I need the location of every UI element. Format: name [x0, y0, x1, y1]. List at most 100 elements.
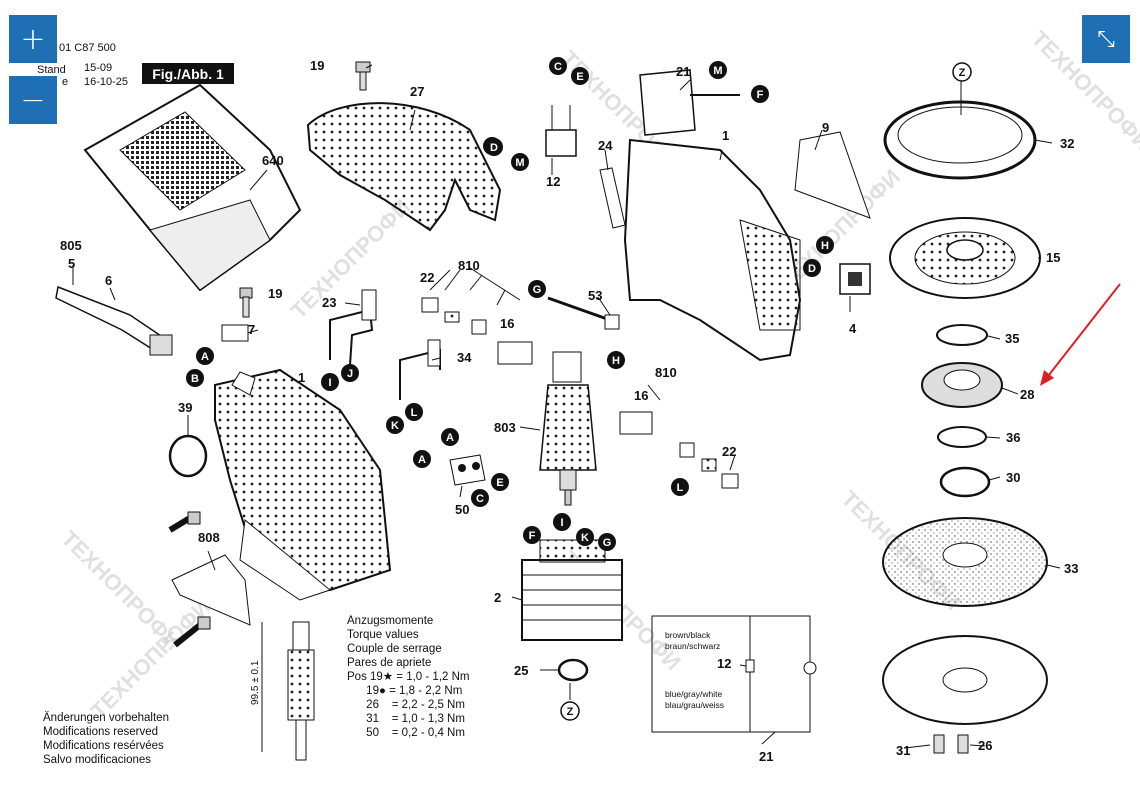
part-label-layer: 6408055671919232281016275312242119432153…: [60, 58, 1078, 764]
connector-letter: Z: [567, 706, 574, 718]
part-53-wire: [547, 296, 620, 330]
connector-marker: C: [549, 57, 567, 75]
armature-dimension-drawing: 99.5 ± 0.1: [250, 621, 315, 761]
connector-letter: B: [191, 373, 199, 385]
part-23-contact: [329, 289, 377, 366]
connector-marker: E: [571, 67, 589, 85]
connector-letter: A: [201, 351, 209, 363]
note-en: Modifications reserved: [43, 726, 159, 738]
part-label: 1: [298, 370, 305, 385]
part-label: 34: [457, 350, 472, 365]
part-sanding-disc: [882, 635, 1048, 725]
connector-marker: G: [528, 280, 546, 298]
connector-marker: F: [751, 85, 769, 103]
part-label: 28: [1020, 387, 1034, 402]
zoom-in-button[interactable]: +: [9, 15, 57, 63]
part-label: 4: [849, 321, 857, 336]
part-label: 16: [634, 388, 648, 403]
part-label: 31: [896, 743, 910, 758]
part-640-dust-box: [83, 83, 302, 292]
note-de: Änderungen vorbehalten: [43, 712, 169, 724]
connector-marker: L: [671, 478, 689, 496]
wiring-schematic: brown/black braun/schwarz blue/gray/whit…: [651, 615, 817, 733]
part-label: 30: [1006, 470, 1020, 485]
part-36-washer: [937, 426, 987, 448]
watermark-text: ТЕХНОПРОФИ: [1026, 26, 1140, 155]
wire-legend-blue-2: blau/grau/weiss: [665, 700, 724, 710]
connector-marker: B: [186, 369, 204, 387]
part-15-fan: [889, 217, 1041, 299]
part-6-cable: [55, 285, 173, 356]
part-label: 7: [248, 322, 255, 337]
part-label: 2: [494, 590, 501, 605]
connector-letter: D: [808, 263, 816, 275]
part-label: 50: [455, 502, 469, 517]
connector-marker: D: [485, 138, 503, 156]
screw-19-mid: [239, 287, 253, 318]
connector-marker: I: [553, 513, 571, 531]
part-label: 33: [1064, 561, 1078, 576]
red-pointer-arrow: [1040, 283, 1121, 386]
screw-19-top: [355, 61, 371, 91]
part-label: 36: [1006, 430, 1020, 445]
leader-lines: [72, 64, 1061, 749]
connector-letter: I: [328, 377, 331, 389]
part-21-switch: [639, 69, 740, 136]
connector-marker: A: [196, 347, 214, 365]
part-label: 24: [598, 138, 613, 153]
connector-letter: G: [603, 537, 612, 549]
part-label: 1: [722, 128, 729, 143]
connector-letter: F: [529, 530, 536, 542]
part-25-ring: [557, 658, 589, 682]
connector-marker: D: [803, 259, 821, 277]
connector-marker: K: [576, 528, 594, 546]
part-24: [599, 167, 626, 229]
screw-19-star: [168, 511, 201, 533]
zoom-out-button[interactable]: −: [9, 76, 57, 124]
connector-letter: M: [713, 65, 722, 77]
connector-letter: H: [612, 355, 620, 367]
part-label: 810: [655, 365, 677, 380]
connector-marker: G: [598, 533, 616, 551]
part-2-field: [521, 539, 623, 641]
connector-marker: J: [341, 364, 359, 382]
torque-row: 50 = 0,2 - 0,4 Nm: [347, 727, 465, 739]
part-label: 19: [268, 286, 282, 301]
connector-marker: A: [413, 450, 431, 468]
connector-marker: A: [441, 428, 459, 446]
part-label: 15: [1046, 250, 1060, 265]
connector-letter: J: [347, 368, 353, 380]
torque-table: Anzugsmomente Torque values Couple de se…: [347, 614, 470, 740]
part-label: 16: [500, 316, 514, 331]
part-label: 25: [514, 663, 528, 678]
part-33-pad: [882, 517, 1048, 607]
part-label: 12: [717, 656, 731, 671]
connector-letter: Z: [959, 67, 966, 79]
part-803-armature: [539, 351, 597, 506]
part-9-sheet: [794, 131, 871, 219]
connector-marker: M: [511, 153, 529, 171]
brush-set-lower: [619, 411, 739, 489]
part-label: 9: [822, 120, 829, 135]
part-label: 27: [410, 84, 424, 99]
collapse-icon[interactable]: ⤡: [1082, 15, 1130, 63]
torque-row: Pos 19★ = 1,0 - 1,2 Nm: [347, 671, 470, 683]
part-7-clamp: [221, 324, 249, 342]
torque-row: 26 = 2,2 - 2,5 Nm: [347, 699, 465, 711]
part-label: 22: [722, 444, 736, 459]
stand-date-2: 16-10-25: [84, 76, 129, 88]
connector-letter: C: [476, 493, 484, 505]
part-34-contact: [399, 339, 441, 400]
part-label: 32: [1060, 136, 1074, 151]
connector-letter: K: [581, 532, 589, 544]
connector-letter: K: [391, 420, 399, 432]
part-label: 805: [60, 238, 82, 253]
note-fr: Modifications resérvées: [43, 740, 164, 752]
part-39-ring: [168, 434, 208, 478]
part-28-bearing: [921, 362, 1003, 408]
screw-31: [933, 734, 945, 754]
connector-marker: E: [491, 473, 509, 491]
connector-markers: ABGDECMFDHHIJKLAACEFIKGLMDZZ: [186, 57, 972, 721]
connector-marker: M: [709, 61, 727, 79]
connector-letter: A: [418, 454, 426, 466]
